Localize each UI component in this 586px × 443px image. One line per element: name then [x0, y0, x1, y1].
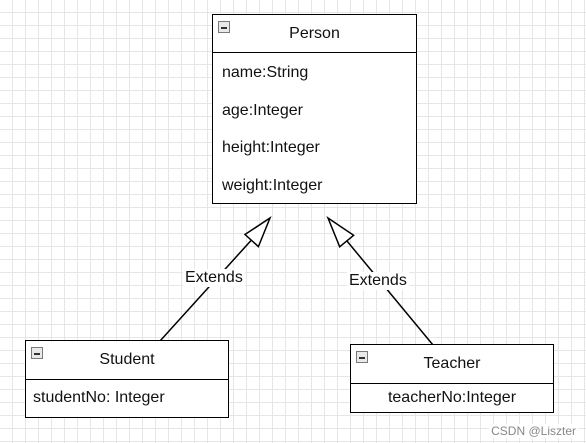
edge-student-person[interactable]	[159, 234, 257, 342]
inheritance-arrowhead-student	[243, 216, 272, 248]
inheritance-arrowhead-teacher	[326, 215, 355, 249]
collapse-icon[interactable]	[31, 347, 43, 359]
class-teacher-header[interactable]: Teacher	[351, 345, 553, 384]
class-person[interactable]: Person name:String age:Integer height:In…	[212, 14, 417, 204]
class-student-name: Student	[99, 351, 155, 368]
class-student-header[interactable]: Student	[26, 341, 228, 380]
collapse-icon[interactable]	[218, 21, 230, 33]
class-person-header[interactable]: Person	[213, 15, 416, 53]
edge-teacher-person[interactable]	[341, 234, 434, 346]
class-person-name: Person	[289, 24, 340, 42]
watermark: CSDN @Liszter	[489, 424, 578, 438]
edge-label-teacher: Extends	[347, 272, 409, 290]
class-student[interactable]: Student studentNo: Integer	[25, 340, 229, 418]
class-person-attribute: age:Integer	[222, 102, 303, 119]
class-teacher-name: Teacher	[423, 355, 481, 372]
edge-label-student: Extends	[183, 269, 245, 287]
class-teacher-attribute: teacherNo:Integer	[387, 389, 517, 406]
class-person-attribute: name:String	[222, 64, 309, 81]
class-person-attribute: weight:Integer	[222, 177, 323, 194]
collapse-icon[interactable]	[356, 351, 368, 363]
class-person-attribute: height:Integer	[222, 139, 320, 156]
class-teacher[interactable]: Teacher teacherNo:Integer	[350, 344, 554, 413]
class-student-attribute: studentNo: Integer	[33, 389, 165, 406]
